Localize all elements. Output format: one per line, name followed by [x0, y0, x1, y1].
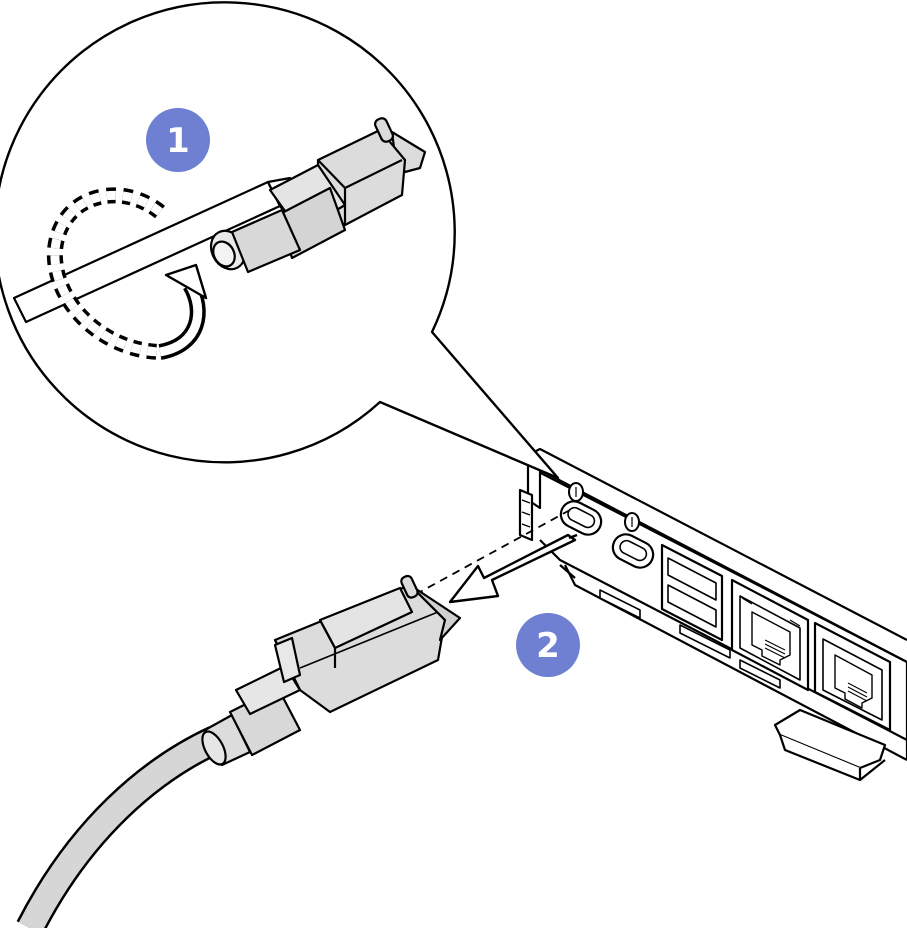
pull-out-arrow-icon	[448, 533, 578, 604]
server-chassis	[518, 447, 907, 761]
cable	[16, 726, 222, 928]
mounting-holes	[568, 482, 640, 532]
connector-closeup	[209, 117, 427, 274]
usb-c-port-2	[611, 533, 655, 569]
step-badge-2: 2	[516, 613, 580, 677]
rj45-port-1	[730, 578, 810, 692]
cable-connector-plug	[201, 574, 462, 767]
step-number-1: 1	[166, 121, 190, 161]
pull-tab	[773, 708, 887, 782]
usb-a-stacked-ports	[660, 543, 724, 642]
rj45-port-2	[813, 621, 892, 732]
step-badge-1: 1	[146, 108, 210, 172]
step-number-2: 2	[536, 626, 560, 666]
alignment-dashed-line	[419, 509, 571, 593]
counterclockwise-dashed-arrow-icon	[46, 187, 208, 360]
usb-c-port-1	[559, 500, 603, 536]
